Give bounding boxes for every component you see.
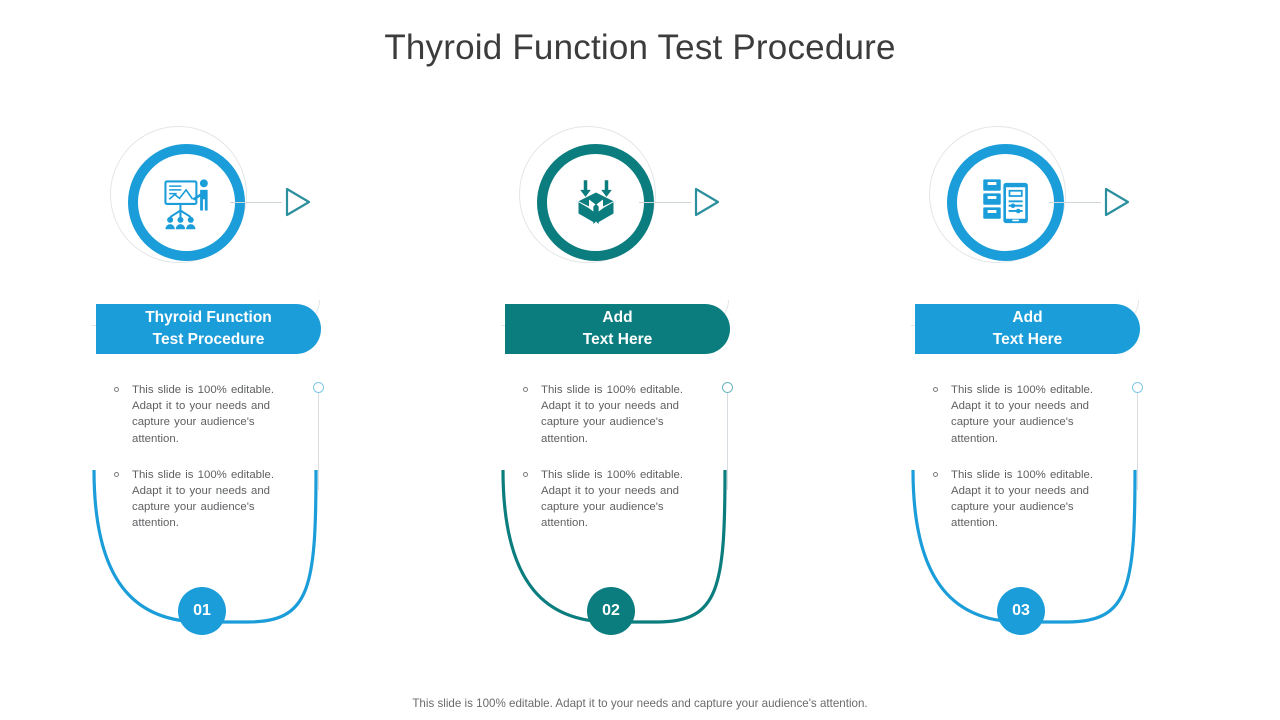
heading-ghost-mask <box>92 274 320 300</box>
card-02[interactable]: Add Text Here This slide is 100% editabl… <box>497 120 797 650</box>
files-mobile-device-icon <box>957 154 1054 251</box>
list-item: This slide is 100% editable. Adapt it to… <box>929 382 1119 447</box>
icon-ring <box>128 144 245 261</box>
card-03[interactable]: Add Text Here This slide is 100% editabl… <box>907 120 1207 650</box>
arc-zone-01: 01 <box>88 470 388 650</box>
card-heading-01[interactable]: Thyroid Function Test Procedure <box>96 304 321 354</box>
cards-container: Thyroid Function Test Procedure This sli… <box>0 120 1280 660</box>
pin-dot-icon <box>722 382 733 393</box>
card-heading-line2: Text Here <box>992 331 1063 348</box>
chevron-right-icon <box>276 181 318 223</box>
icon-ring <box>537 144 654 261</box>
body-zone-02: This slide is 100% editable. Adapt it to… <box>497 382 797 572</box>
body-zone-03: This slide is 100% editable. Adapt it to… <box>907 382 1207 572</box>
heading-zone-03: Add Text Here <box>907 268 1207 373</box>
pin-dot-icon <box>1132 382 1143 393</box>
list-item: This slide is 100% editable. Adapt it to… <box>519 382 709 447</box>
pin-line <box>1137 390 1139 490</box>
icon-zone-02 <box>497 120 797 295</box>
card-heading-line1: Thyroid Function <box>145 308 272 326</box>
bullet-list-02: This slide is 100% editable. Adapt it to… <box>519 382 709 552</box>
list-item: This slide is 100% editable. Adapt it to… <box>110 467 300 532</box>
list-item: This slide is 100% editable. Adapt it to… <box>929 467 1119 532</box>
card-heading-line2: Test Procedure <box>152 331 265 348</box>
connector-line <box>230 202 282 204</box>
card-heading-line1: Add <box>1012 308 1043 326</box>
arc-zone-02: 02 <box>497 470 797 650</box>
list-item: This slide is 100% editable. Adapt it to… <box>110 382 300 447</box>
bullet-list-03: This slide is 100% editable. Adapt it to… <box>929 382 1119 552</box>
card-01[interactable]: Thyroid Function Test Procedure This sli… <box>88 120 388 650</box>
slide-footer-note: This slide is 100% editable. Adapt it to… <box>412 697 868 710</box>
pin-line <box>318 390 320 490</box>
step-number-badge: 03 <box>997 587 1045 635</box>
card-heading-line2: Text Here <box>582 331 653 348</box>
chevron-right-icon <box>685 181 727 223</box>
heading-zone-02: Add Text Here <box>497 268 797 373</box>
connector-line <box>639 202 691 204</box>
connector-line <box>1049 202 1101 204</box>
step-number-badge: 01 <box>178 587 226 635</box>
list-item: This slide is 100% editable. Adapt it to… <box>519 467 709 532</box>
step-number-badge: 02 <box>587 587 635 635</box>
pin-dot-icon <box>313 382 324 393</box>
bullet-list-01: This slide is 100% editable. Adapt it to… <box>110 382 300 552</box>
bottom-arc <box>92 470 318 624</box>
card-heading-02[interactable]: Add Text Here <box>505 304 730 354</box>
heading-zone-01: Thyroid Function Test Procedure <box>88 268 388 373</box>
card-heading-03[interactable]: Add Text Here <box>915 304 1140 354</box>
pin-line <box>727 390 729 490</box>
body-zone-01: This slide is 100% editable. Adapt it to… <box>88 382 388 572</box>
page-title: Thyroid Function Test Procedure <box>384 28 896 67</box>
bottom-arc <box>501 470 727 624</box>
heading-ghost-mask <box>911 274 1139 300</box>
icon-zone-01 <box>88 120 388 295</box>
heading-ghost-mask <box>501 274 729 300</box>
icon-ring <box>947 144 1064 261</box>
bottom-arc <box>911 470 1137 624</box>
icon-zone-03 <box>907 120 1207 295</box>
chevron-right-icon <box>1095 181 1137 223</box>
arc-zone-03: 03 <box>907 470 1207 650</box>
presentation-training-icon <box>138 154 235 251</box>
card-heading-line1: Add <box>602 308 633 326</box>
open-box-package-icon <box>547 154 644 251</box>
